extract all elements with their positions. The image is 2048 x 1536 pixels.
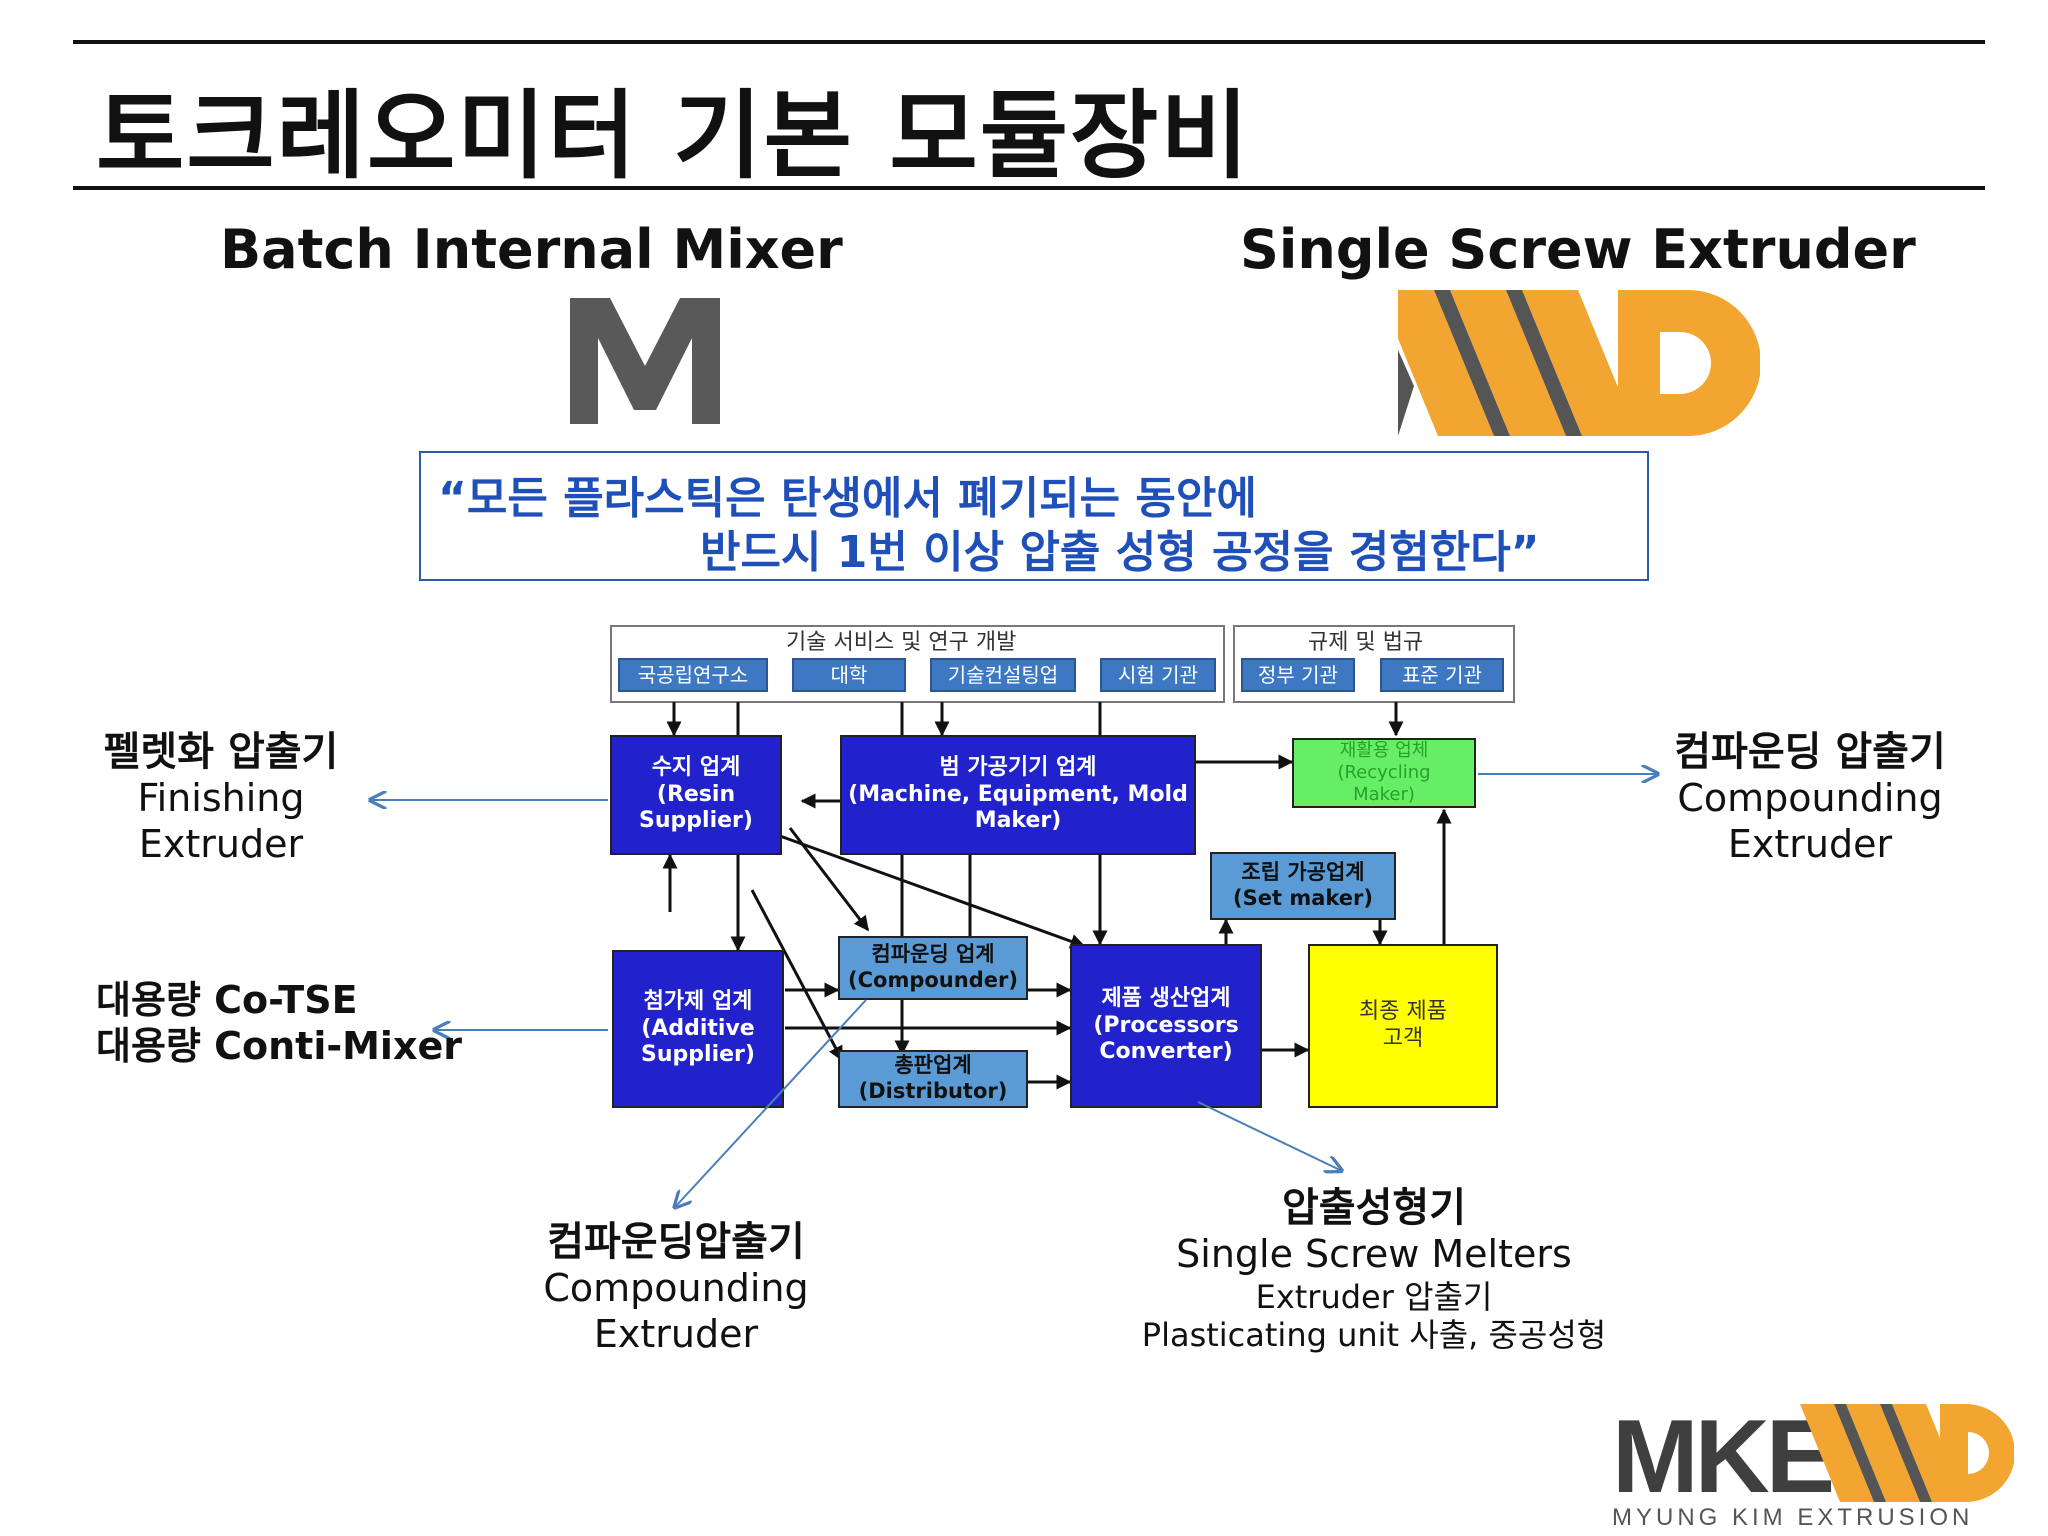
left-heading: Batch Internal Mixer bbox=[220, 218, 843, 281]
customer-line-2: 고객 bbox=[1382, 1026, 1424, 1051]
converter-ko: 제품 생산업계 bbox=[1101, 985, 1231, 1011]
tech-service-group-title: 기술 서비스 및 연구 개발 bbox=[786, 630, 1017, 655]
mke-stripe-logo bbox=[1398, 290, 1760, 436]
customer-line-1: 최종 제품 bbox=[1359, 999, 1447, 1025]
converter-en-1: (Processors bbox=[1093, 1012, 1239, 1038]
compounding-bottom-ko: 컴파운딩압출기 bbox=[547, 1219, 805, 1265]
distributor-ko: 총판업계 bbox=[894, 1053, 972, 1078]
m-logo bbox=[570, 298, 720, 424]
recycling-maker-box: 재활용 업체 (Recycling Maker) bbox=[1292, 738, 1476, 808]
additive-ko: 첨가제 업계 bbox=[643, 988, 753, 1014]
machine-en-1: (Machine, Equipment, Mold bbox=[848, 781, 1188, 807]
extrusion-sub-1: Extruder 압출기 bbox=[1255, 1277, 1493, 1316]
large-capacity-label: 대용량 Co-TSE 대용량 Conti-Mixer bbox=[96, 978, 462, 1069]
set-maker-box: 조립 가공업계 (Set maker) bbox=[1210, 852, 1396, 920]
finishing-en-1: Finishing bbox=[137, 776, 305, 820]
finishing-ko: 펠렛화 압출기 bbox=[103, 729, 339, 775]
quote-box bbox=[419, 451, 1649, 581]
resin-en-2: Supplier) bbox=[639, 808, 753, 834]
regulation-group-title: 규제 및 법규 bbox=[1308, 630, 1424, 655]
top-rule bbox=[73, 40, 1985, 44]
distributor-en: (Distributor) bbox=[858, 1079, 1008, 1103]
extrusion-sub-2: Plasticating unit 사출, 중공성형 bbox=[1141, 1315, 1607, 1354]
compounder-en: (Compounder) bbox=[848, 968, 1018, 992]
compounding-extruder-bottom-label: 컴파운딩압출기 Compounding Extruder bbox=[520, 1218, 832, 1357]
additive-en-1: (Additive bbox=[641, 1015, 755, 1041]
extrusion-ko: 압출성형기 bbox=[1282, 1185, 1466, 1231]
machine-maker-box: 범 가공기기 업계 (Machine, Equipment, Mold Make… bbox=[840, 735, 1196, 855]
extrusion-en: Single Screw Melters bbox=[1176, 1232, 1572, 1276]
mke-logo-subtitle: MYUNG KIM EXTRUSION bbox=[1612, 1504, 1974, 1531]
tag-university: 대학 bbox=[792, 658, 906, 692]
distributor-box: 총판업계 (Distributor) bbox=[838, 1050, 1028, 1108]
setmaker-en: (Set maker) bbox=[1233, 886, 1373, 910]
tag-consulting: 기술컨설팅업 bbox=[930, 658, 1076, 692]
converter-box: 제품 생산업계 (Processors Converter) bbox=[1070, 944, 1262, 1108]
tag-standards: 표준 기관 bbox=[1380, 658, 1504, 692]
finishing-en-2: Extruder bbox=[138, 821, 304, 866]
tag-government: 정부 기관 bbox=[1241, 658, 1355, 692]
additive-supplier-box: 첨가제 업계 (Additive Supplier) bbox=[612, 950, 784, 1108]
tag-testing-institute: 시험 기관 bbox=[1100, 658, 1216, 692]
compounding-right-ko: 컴파운딩 압출기 bbox=[1674, 729, 1946, 775]
compounding-bottom-en-2: Extruder bbox=[593, 1311, 759, 1356]
recycling-ko: 재활용 업체 bbox=[1339, 740, 1429, 762]
compounding-extruder-right-label: 컴파운딩 압출기 Compounding Extruder bbox=[1660, 728, 1960, 867]
additive-en-2: Supplier) bbox=[641, 1042, 755, 1068]
machine-ko: 범 가공기기 업계 bbox=[939, 754, 1097, 780]
slide-title: 토크레오미터 기본 모듈장비 bbox=[96, 80, 1251, 192]
mke-logo-letters: MKE bbox=[1612, 1399, 1835, 1515]
quote-line-2: 반드시 1번 이상 압출 성형 공정을 경험한다” bbox=[700, 527, 1540, 578]
machine-en-2: Maker) bbox=[974, 808, 1062, 834]
resin-en-1: (Resin bbox=[656, 781, 736, 807]
right-heading: Single Screw Extruder bbox=[1240, 218, 1916, 281]
compounding-right-en-1: Compounding bbox=[1677, 776, 1943, 820]
large-line-2: 대용량 Conti-Mixer bbox=[96, 1023, 462, 1068]
recycling-en-2: Maker) bbox=[1353, 783, 1415, 805]
quote-line-1: “모든 플라스틱은 탄생에서 폐기되는 동안에 bbox=[438, 473, 1257, 524]
setmaker-ko: 조립 가공업계 bbox=[1241, 860, 1365, 885]
converter-en-2: Converter) bbox=[1099, 1039, 1233, 1065]
large-line-1: 대용량 Co-TSE bbox=[96, 978, 358, 1022]
tag-national-institute: 국공립연구소 bbox=[618, 658, 768, 692]
compounding-right-en-2: Extruder bbox=[1727, 821, 1893, 866]
resin-supplier-box: 수지 업계 (Resin Supplier) bbox=[610, 735, 782, 855]
compounder-box: 컴파운딩 업계 (Compounder) bbox=[838, 936, 1028, 1000]
resin-ko: 수지 업계 bbox=[651, 754, 741, 780]
compounding-bottom-en-1: Compounding bbox=[543, 1266, 809, 1310]
title-underline bbox=[73, 186, 1985, 190]
mke-logo-mark bbox=[1800, 1404, 2014, 1502]
recycling-en-1: (Recycling bbox=[1337, 762, 1431, 784]
compounder-ko: 컴파운딩 업계 bbox=[871, 942, 995, 967]
finishing-extruder-label: 펠렛화 압출기 Finishing Extruder bbox=[96, 728, 346, 867]
extrusion-molding-label: 압출성형기 Single Screw Melters Extruder 압출기 … bbox=[1104, 1184, 1644, 1354]
end-customer-box: 최종 제품 고객 bbox=[1308, 944, 1498, 1108]
